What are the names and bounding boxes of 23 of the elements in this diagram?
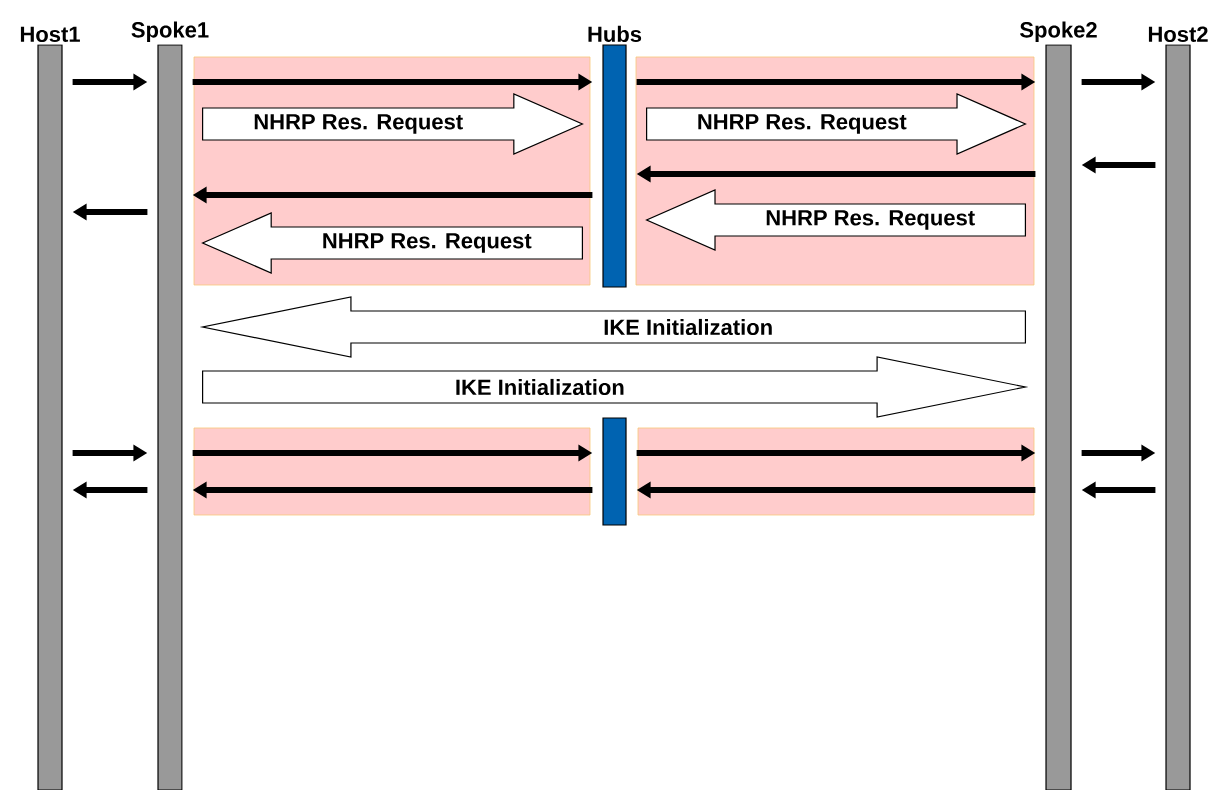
block-arrow bbox=[202, 356, 1029, 418]
node-label: Spoke1 bbox=[131, 21, 209, 42]
block-arrow bbox=[202, 93, 584, 155]
edge-label: IKE Initialization bbox=[456, 378, 624, 396]
block-arrow bbox=[646, 93, 1027, 155]
lifeline-bar: Hubs bbox=[588, 25, 642, 288]
lifeline-bar: Host2 bbox=[1148, 26, 1208, 790]
edge-label: NHRP Res. Request bbox=[766, 210, 975, 230]
lifeline-bar: Spoke1 bbox=[131, 21, 209, 790]
lifeline-bar: Host1 bbox=[20, 26, 80, 790]
block-arrow bbox=[645, 189, 1026, 251]
lifeline-bar: Spoke2 bbox=[1020, 21, 1097, 790]
node-label: Host1 bbox=[20, 26, 80, 42]
block-arrow bbox=[201, 212, 583, 274]
edge-label: NHRP Res. Request bbox=[254, 114, 463, 134]
node-label: Hubs bbox=[588, 25, 642, 42]
edge-label: NHRP Res. Request bbox=[323, 233, 532, 253]
block-arrow bbox=[199, 296, 1026, 358]
node-label: Spoke2 bbox=[1020, 21, 1097, 42]
edge-label: NHRP Res. Request bbox=[698, 114, 907, 134]
edge-label: IKE Initialization bbox=[604, 318, 772, 336]
node-label: Host2 bbox=[1148, 26, 1208, 42]
hub-bar bbox=[602, 417, 627, 526]
